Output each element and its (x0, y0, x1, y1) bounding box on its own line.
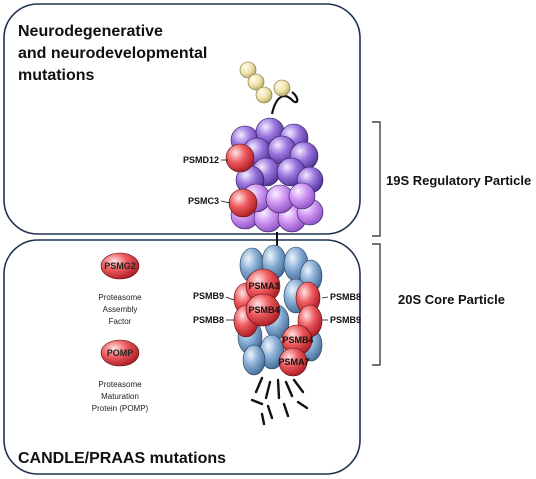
ubiquitin-chain (239, 61, 291, 104)
psmd12-label: PSMD12 (183, 155, 219, 165)
top-panel-title-line-1: Neurodegenerative (18, 23, 163, 40)
psmb4-subunit (245, 293, 281, 327)
psmb8-right-label: PSMB8 (330, 292, 361, 302)
psmb8-left-label: PSMB8 (193, 315, 224, 325)
psma3-label: PSMA3 (248, 281, 279, 291)
regulatory-bracket-label: 19S Regulatory Particle (386, 173, 531, 188)
psmc3-label: PSMC3 (188, 196, 219, 206)
psmb4-label: PSMB4 (248, 305, 279, 315)
psmg2-badge-label: PSMG2 (104, 261, 136, 271)
peptide-fragments (250, 376, 309, 426)
psmc3-subunit (228, 188, 258, 218)
core-mutation-subunits (233, 268, 323, 377)
regulatory-particle (230, 117, 324, 233)
psmg2-desc-line-1: Proteasome (98, 293, 142, 302)
regulatory-bracket (372, 121, 381, 237)
psmg2-desc-line-2: Assembly (103, 305, 138, 314)
core-bracket-label: 20S Core Particle (398, 292, 505, 307)
pomp-badge (100, 339, 140, 367)
core-bracket (372, 243, 381, 366)
psma7-label: PSMA7 (278, 357, 309, 367)
psmb9-left-label: PSMB9 (193, 291, 224, 301)
pomp-badge-label: POMP (107, 348, 134, 358)
top-panel-title-line-2: and neurodevelopmental (18, 45, 207, 62)
psmb4-lower-label: PSMB4 (282, 335, 313, 345)
leader-lines (220, 159, 329, 321)
pomp-desc-line-2: Maturation (101, 392, 139, 401)
pomp-desc-line-3: Protein (POMP) (92, 404, 149, 413)
pomp-desc-line-1: Proteasome (98, 380, 142, 389)
psmg2-badge (100, 252, 140, 280)
bottom-panel-title: CANDLE/PRAAS mutations (18, 450, 226, 467)
top-panel-title-line-3: mutations (18, 67, 95, 84)
psmb9-right-label: PSMB9 (330, 315, 361, 325)
ubiquitin-linker (270, 91, 299, 115)
psmd12-subunit (225, 143, 255, 173)
psmg2-desc-line-3: Factor (109, 317, 132, 326)
psma7-subunit (278, 347, 308, 377)
